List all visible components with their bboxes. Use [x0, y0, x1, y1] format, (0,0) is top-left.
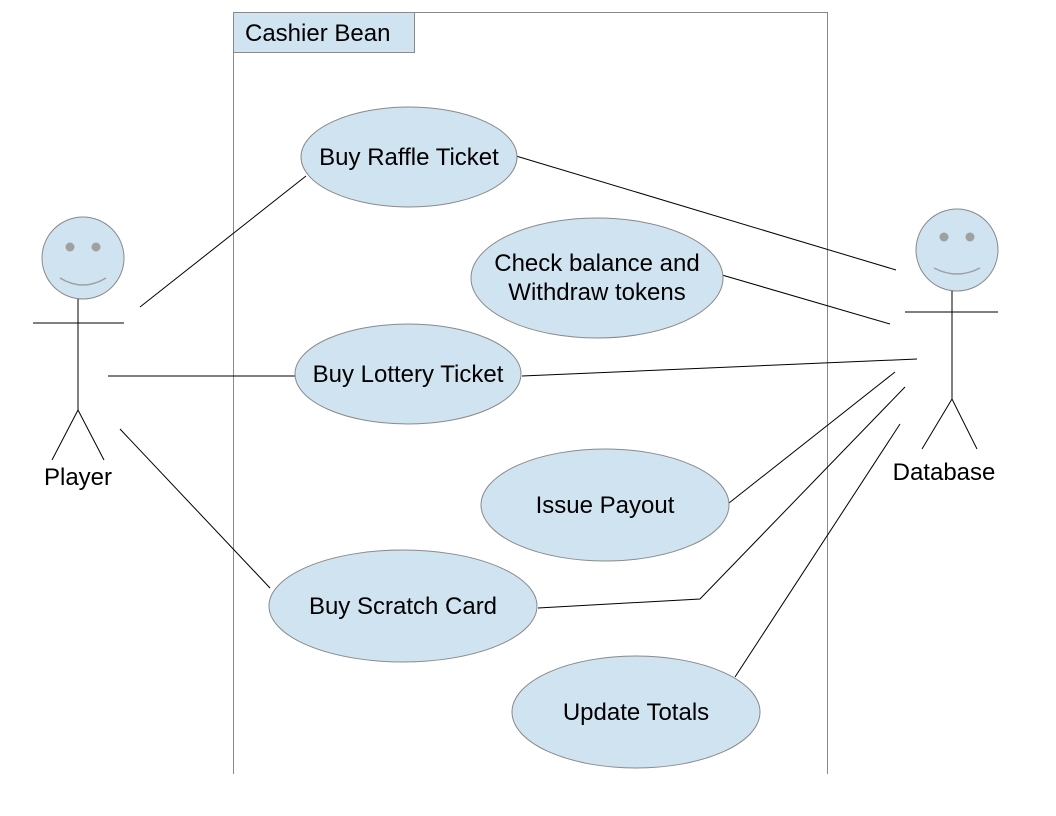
- eye-icon: [91, 242, 101, 252]
- smile-icon: [59, 277, 107, 286]
- system-title: Cashier Bean: [245, 20, 390, 47]
- actor-head: [915, 208, 999, 292]
- use-case-buy-lottery-ticket[interactable]: Buy Lottery Ticket: [294, 323, 522, 425]
- eye-icon: [65, 242, 75, 252]
- connector-raffle-database: [515, 155, 897, 271]
- use-case-label: Buy Raffle Ticket: [319, 144, 499, 171]
- eye-icon: [965, 232, 975, 242]
- use-case-label-line1: Check balance and: [494, 250, 699, 277]
- actor-label: Database: [893, 459, 996, 486]
- use-case-buy-raffle-ticket[interactable]: Buy Raffle Ticket: [300, 106, 518, 208]
- actor-head: [41, 216, 125, 300]
- use-case-label: Update Totals: [563, 699, 709, 726]
- player-connectors: [108, 175, 307, 589]
- actor-leg-left: [51, 409, 79, 461]
- actor-database[interactable]: Database: [893, 208, 999, 486]
- actor-leg-right: [77, 409, 105, 461]
- system-title-box: [233, 12, 415, 53]
- use-case-label-line2: Withdraw tokens: [508, 279, 685, 306]
- connector-payout-database: [728, 371, 896, 504]
- use-case-label: Issue Payout: [536, 492, 675, 519]
- use-case-issue-payout[interactable]: Issue Payout: [480, 448, 730, 562]
- smile-icon: [933, 267, 981, 275]
- connector-player-scratch: [119, 428, 271, 589]
- connector-lottery-database: [521, 358, 918, 377]
- use-case-update-totals[interactable]: Update Totals: [511, 655, 761, 769]
- use-case-label: Buy Lottery Ticket: [313, 361, 504, 388]
- use-case-check-balance[interactable]: Check balance and Withdraw tokens: [470, 217, 724, 339]
- connector-scratch-database: [537, 386, 906, 609]
- actor-label: Player: [44, 464, 112, 491]
- connector-balance-database: [721, 274, 891, 325]
- use-case-buy-scratch-card[interactable]: Buy Scratch Card: [268, 549, 538, 663]
- actor-leg-right: [951, 398, 978, 450]
- database-connectors: [515, 155, 918, 678]
- use-case-label: Buy Scratch Card: [309, 593, 497, 620]
- connector-totals-database: [734, 423, 901, 678]
- connector-player-raffle: [139, 175, 307, 308]
- actor-player[interactable]: Player: [33, 216, 125, 491]
- actor-leg-left: [921, 398, 953, 450]
- eye-icon: [939, 232, 949, 242]
- system-boundary: Cashier Bean: [233, 12, 828, 774]
